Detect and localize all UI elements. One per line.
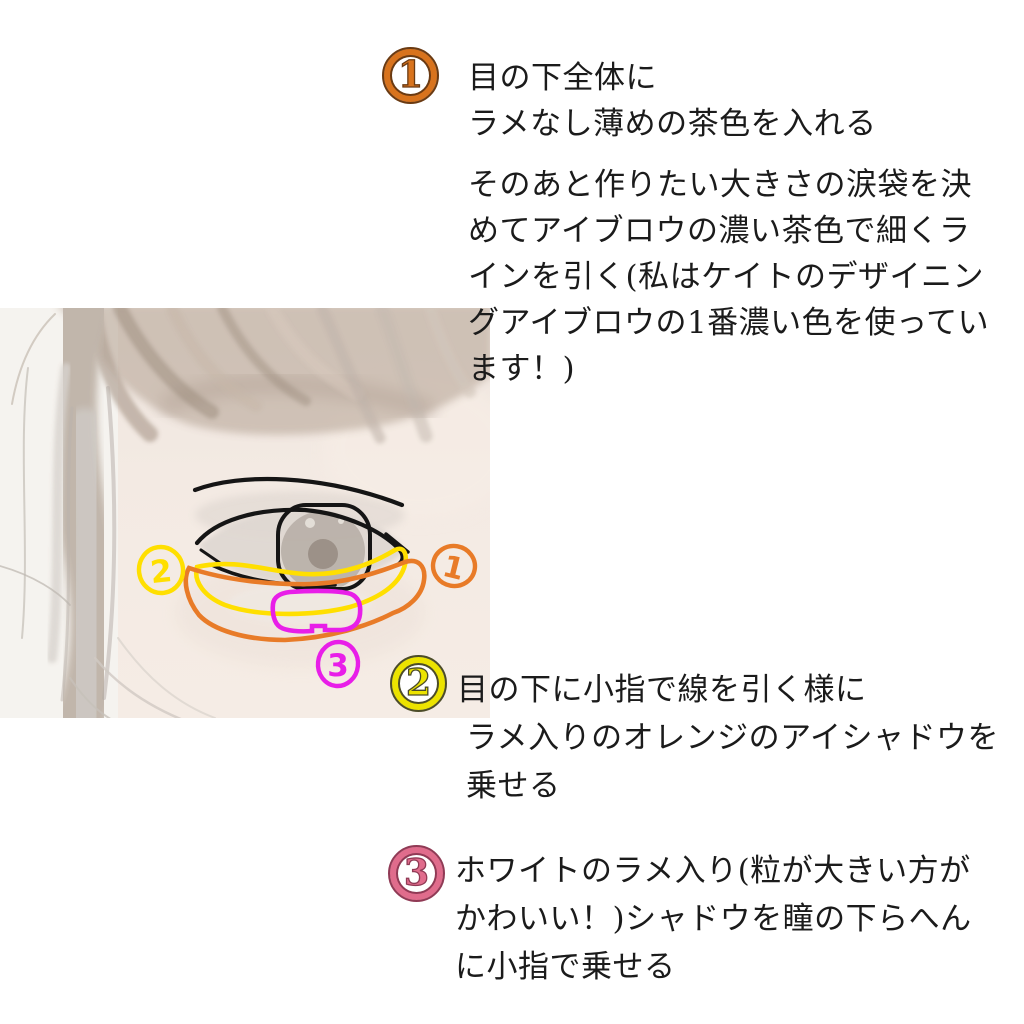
step-3-line-1: ホワイトのラメ入り(粒が大きい方が (455, 853, 971, 889)
step-2-number: 2 (405, 661, 432, 704)
crease-line (192, 476, 405, 508)
step-2-badge: 2 (390, 655, 447, 712)
marker-3-label: 3 (327, 648, 349, 684)
step-3-badge: 3 (388, 845, 445, 902)
step-1-line-5: インを引く(私はケイトのデザイニン (468, 259, 984, 295)
step-1-line-6: グアイブロウの1番濃い色を使ってい (468, 305, 990, 341)
step-2-line-2: ラメ入りのオレンジのアイシャドウを (466, 720, 1000, 756)
marker-2-label: 2 (149, 553, 174, 591)
step-2-line-3: 乗せる (466, 768, 561, 804)
marker-3-magenta: 3 (315, 639, 361, 689)
region-outline-step1-orange (183, 558, 427, 643)
region-outline-step2-yellow (193, 546, 408, 617)
step-1-number: 1 (397, 53, 424, 96)
hair-strands (0, 308, 490, 718)
eye-photo: 2 1 3 (0, 308, 490, 718)
step-3-line-3: に小指で乗せる (455, 949, 676, 985)
step-3-line-2: かわいい！)シャドウを瞳の下らへん (455, 901, 972, 937)
step-1-line-3: そのあと作りたい大きさの涙袋を決 (468, 167, 972, 203)
step-1-line-1: 目の下全体に (468, 60, 657, 96)
marker-2-yellow: 2 (136, 544, 186, 596)
step-1-badge: 1 (382, 47, 439, 104)
step-1-line-7: ます！) (468, 351, 576, 387)
upper-lash-line (194, 507, 405, 567)
step-2-line-1: 目の下に小指で線を引く様に (457, 672, 867, 708)
region-outline-step3-magenta (270, 588, 363, 634)
step-1-line-4: めてアイブロウの濃い茶色で細くラ (468, 213, 971, 249)
step-3-number: 3 (403, 851, 430, 894)
inner-corner-tick (199, 548, 222, 565)
step-1-line-2: ラメなし薄めの茶色を入れる (468, 106, 877, 142)
